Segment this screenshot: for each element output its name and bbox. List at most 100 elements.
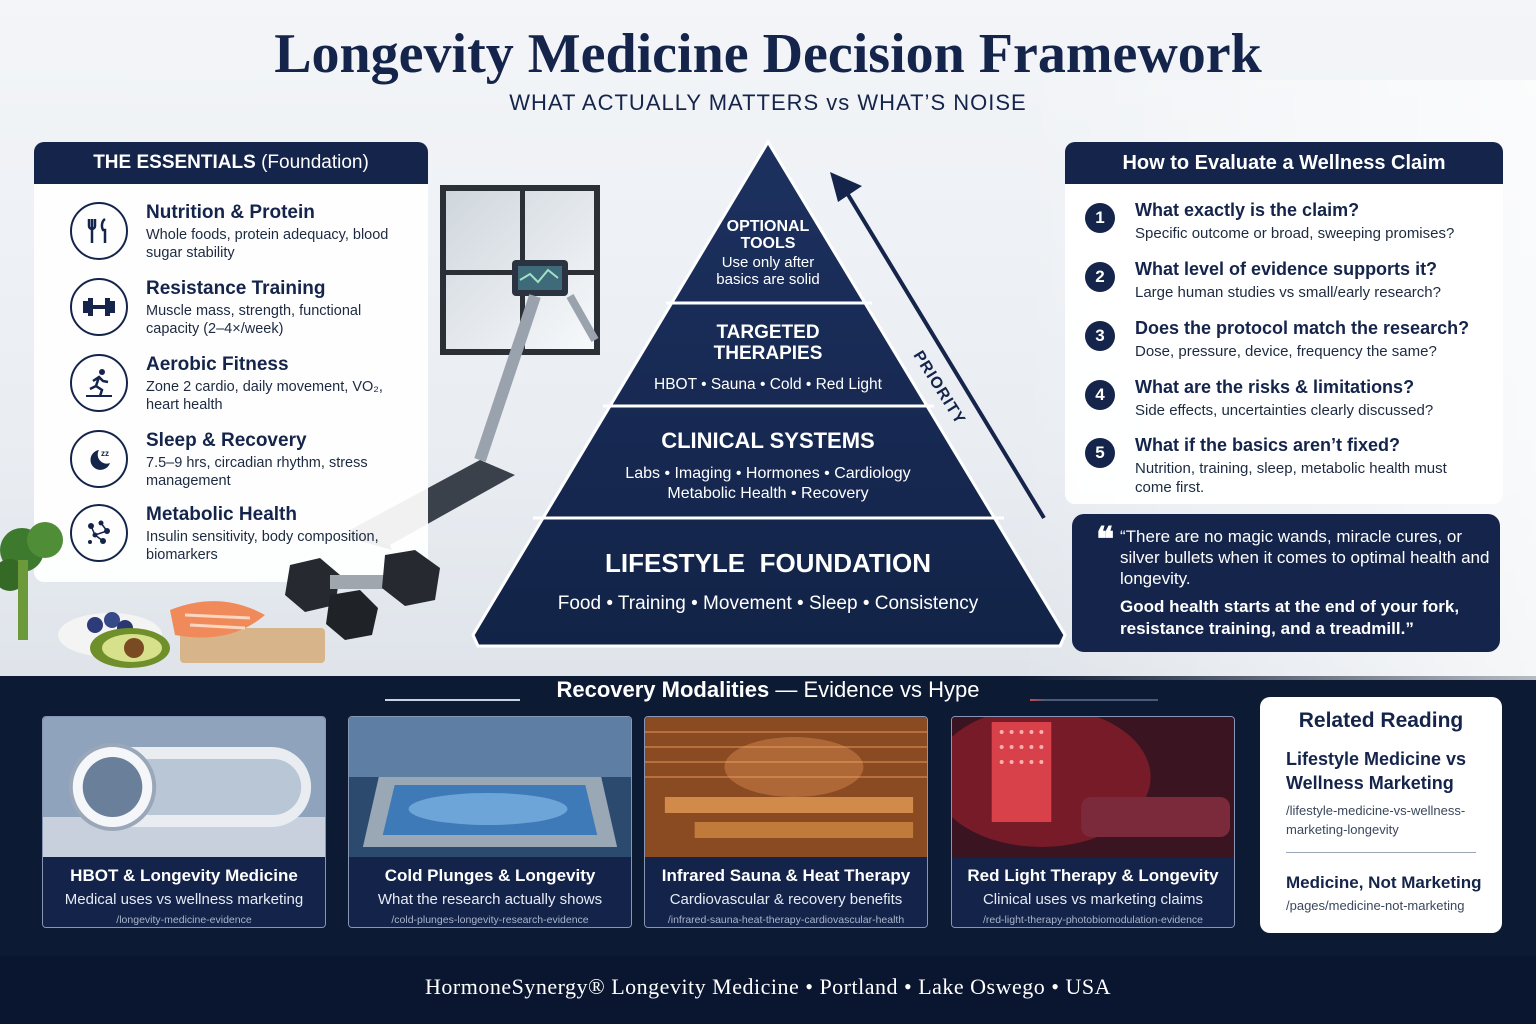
pyramid-tier-optional: OPTIONAL TOOLS Use only after basics are… [688, 218, 848, 288]
fork-knife-icon [70, 202, 128, 260]
moon-icon: zz [70, 430, 128, 488]
running-icon [70, 354, 128, 412]
tier-name: CLINICAL SYSTEMS [661, 428, 875, 453]
essential-title: Resistance Training [146, 278, 326, 299]
evaluate-item: 5 What if the basics aren’t fixed? Nutri… [1085, 435, 1495, 496]
evaluate-question: What level of evidence supports it? [1135, 259, 1438, 279]
related-link-lifestyle[interactable]: Lifestyle Medicine vs Wellness Marketing [1286, 749, 1467, 793]
quote-emphasis: Good health starts at the end of your fo… [1120, 597, 1460, 638]
evaluate-question: What if the basics aren’t fixed? [1135, 435, 1401, 455]
essential-item-sleep: zz Sleep & Recovery 7.5–9 hrs, circadian… [70, 430, 410, 500]
related-url-medicine[interactable]: /pages/medicine-not-marketing [1286, 898, 1465, 913]
step-number: 5 [1085, 438, 1115, 468]
hbot-chamber-image [43, 717, 325, 857]
sauna-image [645, 717, 927, 857]
essentials-panel: THE ESSENTIALS (Foundation) Nutrition & … [34, 142, 428, 582]
essential-item-aerobic: Aerobic Fitness Zone 2 cardio, daily mov… [70, 354, 410, 424]
evaluate-heading: How to Evaluate a Wellness Claim [1065, 142, 1503, 184]
essential-desc: Insulin sensitivity, body composition, b… [146, 529, 379, 563]
tier-sub: Food • Training • Movement • Sleep • Con… [557, 593, 979, 614]
step-number: 1 [1085, 203, 1115, 233]
divider-right [1030, 699, 1158, 701]
tier-sub: Use only after basics are solid [716, 254, 820, 288]
tier-sub: HBOT • Sauna • Cold • Red Light [654, 376, 882, 393]
tier-name: TARGETED THERAPIES [713, 322, 823, 364]
card-title: Red Light Therapy & Longevity [967, 866, 1219, 885]
tier-sub: Labs • Imaging • Hormones • Cardiology M… [625, 465, 911, 502]
dumbbell-icon [70, 278, 128, 336]
essential-item-metabolic: Metabolic Health Insulin sensitivity, bo… [70, 504, 410, 574]
evaluate-answer: Specific outcome or broad, sweeping prom… [1135, 225, 1455, 242]
evaluate-answer: Side effects, uncertainties clearly disc… [1135, 402, 1434, 419]
card-caption: HBOT & Longevity Medicine Medical uses v… [43, 857, 325, 927]
evaluate-answer: Dose, pressure, device, frequency the sa… [1135, 343, 1437, 360]
card-subtitle: What the research actually shows [377, 891, 603, 908]
card-cold-plunge[interactable]: Cold Plunges & Longevity What the resear… [348, 716, 632, 928]
essential-item-nutrition: Nutrition & Protein Whole foods, protein… [70, 202, 410, 272]
priority-arrow-icon [830, 172, 1046, 520]
related-divider [1286, 852, 1476, 853]
evaluate-claim-panel: How to Evaluate a Wellness Claim 1 What … [1065, 142, 1503, 504]
quote-text: “There are no magic wands, miracle cures… [1120, 527, 1490, 588]
related-heading: Related Reading [1298, 709, 1464, 732]
card-subtitle: Cardiovascular & recovery benefits [669, 891, 903, 908]
card-infrared-sauna[interactable]: Infrared Sauna & Heat Therapy Cardiovasc… [644, 716, 928, 928]
priority-pyramid: OPTIONAL TOOLS Use only after basics are… [470, 138, 1070, 653]
page-subtitle: WHAT ACTUALLY MATTERS vs WHAT’S NOISE [509, 90, 1027, 115]
quote-mark-icon: ❝ [1096, 522, 1115, 559]
evaluate-question: What exactly is the claim? [1135, 200, 1360, 220]
evaluate-item: 4 What are the risks & limitations? Side… [1085, 377, 1495, 433]
card-subtitle: Clinical uses vs marketing claims [982, 891, 1204, 908]
evaluate-item: 2 What level of evidence supports it? La… [1085, 259, 1495, 315]
evaluate-question: Does the protocol match the research? [1135, 318, 1470, 338]
card-caption: Red Light Therapy & Longevity Clinical u… [952, 857, 1234, 927]
card-caption: Infrared Sauna & Heat Therapy Cardiovasc… [645, 857, 927, 927]
card-url[interactable]: /cold-plunges-longevity-research-evidenc… [391, 914, 589, 926]
essential-desc: Whole foods, protein adequacy, blood sug… [146, 227, 389, 261]
related-reading-panel: Related Reading Lifestyle Medicine vs We… [1260, 697, 1502, 933]
related-link-medicine[interactable]: Medicine, Not Marketing [1286, 873, 1482, 892]
essential-title: Nutrition & Protein [146, 202, 315, 223]
svg-text:zz: zz [101, 449, 109, 458]
essential-desc: 7.5–9 hrs, circadian rhythm, stress mana… [146, 455, 368, 489]
evaluate-item: 1 What exactly is the claim? Specific ou… [1085, 200, 1495, 256]
quote-panel: ❝ “There are no magic wands, miracle cur… [1072, 514, 1500, 652]
card-title: HBOT & Longevity Medicine [70, 866, 298, 885]
step-number: 3 [1085, 321, 1115, 351]
evaluate-answer: Large human studies vs small/early resea… [1135, 284, 1441, 301]
red-light-image [952, 717, 1234, 857]
essential-desc: Muscle mass, strength, functional capaci… [146, 303, 362, 337]
pyramid-tier-targeted: TARGETED THERAPIES HBOT • Sauna • Cold •… [628, 322, 908, 394]
card-red-light[interactable]: Red Light Therapy & Longevity Clinical u… [951, 716, 1235, 928]
footer: HormoneSynergy® Longevity Medicine • Por… [0, 956, 1536, 1024]
food-dumbbell-illustration [0, 522, 440, 668]
essentials-heading-light: (Foundation) [261, 152, 369, 173]
essentials-heading-bold: THE ESSENTIALS [93, 152, 256, 173]
recovery-title-bold: Recovery Modalities [556, 677, 770, 702]
tier-name: LIFESTYLE FOUNDATION [605, 548, 931, 578]
card-url[interactable]: /red-light-therapy-photobiomodulation-ev… [982, 914, 1204, 926]
evaluate-item: 3 Does the protocol match the research? … [1085, 318, 1495, 374]
recovery-title: Recovery Modalities — Evidence vs Hype [0, 677, 1536, 703]
cold-plunge-image [349, 717, 631, 857]
essential-item-resistance: Resistance Training Muscle mass, strengt… [70, 278, 410, 348]
card-title: Infrared Sauna & Heat Therapy [661, 866, 911, 885]
molecule-icon [70, 504, 128, 562]
card-caption: Cold Plunges & Longevity What the resear… [349, 857, 631, 927]
card-subtitle: Medical uses vs wellness marketing [64, 891, 304, 908]
card-title: Cold Plunges & Longevity [384, 866, 596, 885]
pyramid-shape [471, 139, 1067, 648]
related-url-lifestyle[interactable]: /lifestyle-medicine-vs-wellness-marketin… [1286, 803, 1466, 837]
essential-title: Metabolic Health [146, 504, 297, 525]
essential-title: Aerobic Fitness [146, 354, 289, 375]
pyramid-tier-lifestyle: LIFESTYLE FOUNDATION Food • Training • M… [518, 548, 1018, 615]
essential-desc: Zone 2 cardio, daily movement, VO₂, hear… [146, 379, 383, 413]
card-url[interactable]: /infrared-sauna-heat-therapy-cardiovascu… [667, 914, 905, 926]
essential-title: Sleep & Recovery [146, 430, 307, 451]
card-hbot[interactable]: HBOT & Longevity Medicine Medical uses v… [42, 716, 326, 928]
evaluate-answer: Nutrition, training, sleep, metabolic he… [1135, 460, 1447, 496]
divider-left [385, 699, 520, 701]
recovery-title-rest: — Evidence vs Hype [769, 677, 980, 702]
card-url[interactable]: /longevity-medicine-evidence [116, 914, 252, 926]
page-title: Longevity Medicine Decision Framework [274, 23, 1262, 85]
